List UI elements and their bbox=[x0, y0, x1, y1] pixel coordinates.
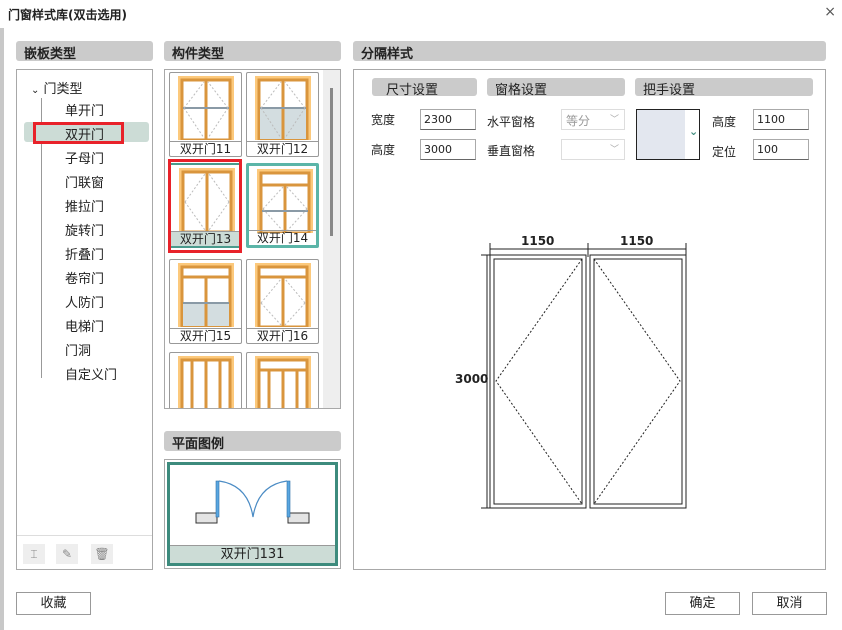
vertical-grid-label: 垂直窗格 bbox=[487, 144, 536, 158]
handle-position-input[interactable]: 100 bbox=[753, 139, 809, 160]
partition-style-header: 分隔样式 bbox=[353, 41, 826, 62]
window-edge bbox=[0, 28, 4, 630]
thumb-label: 双开门11 bbox=[170, 141, 241, 156]
thumb-item[interactable] bbox=[169, 352, 242, 408]
thumb-item[interactable]: 双开门11 bbox=[169, 72, 242, 157]
plan-legend-box: 双开门131 bbox=[164, 459, 341, 569]
handle-height-label: 高度 bbox=[712, 115, 737, 129]
ok-button[interactable]: 确定 bbox=[665, 592, 740, 615]
component-grid: 双开门11 双开门12 双开门13 双开门14 双开门15 双开门16 bbox=[164, 69, 341, 409]
thumb-label: 双开门13 bbox=[171, 231, 240, 246]
door-thumbnail-icon bbox=[178, 356, 234, 408]
chevron-down-icon: ﹀ bbox=[609, 145, 619, 155]
tree-item[interactable]: 子母门 bbox=[65, 152, 105, 167]
double-door-plan-icon bbox=[195, 480, 310, 524]
chevron-down-icon: ﹀ bbox=[609, 115, 619, 125]
tree-item[interactable]: 推拉门 bbox=[65, 200, 105, 215]
edit-pencil-icon[interactable]: ✎ bbox=[56, 544, 78, 564]
trash-icon[interactable]: 🗑 bbox=[91, 544, 113, 564]
thumb-item[interactable]: 双开门14 bbox=[246, 163, 319, 248]
chevron-down-icon: ⌄ bbox=[689, 125, 699, 138]
cancel-button[interactable]: 取消 bbox=[752, 592, 827, 615]
thumb-item[interactable]: 双开门15 bbox=[169, 259, 242, 344]
plan-legend-item[interactable]: 双开门131 bbox=[167, 462, 338, 566]
tree-item[interactable]: 人防门 bbox=[65, 296, 105, 311]
dimension-height: 3000 bbox=[455, 372, 489, 386]
door-thumbnail-icon bbox=[255, 76, 311, 140]
panel-type-tree: ⌄ 门类型 单开门 双开门 子母门 门联窗 推拉门 旋转门 折叠门 卷帘门 人防… bbox=[16, 69, 153, 570]
handle-height-input[interactable]: 1100 bbox=[753, 109, 809, 130]
door-thumbnail-icon bbox=[179, 168, 235, 232]
tree-item[interactable]: 折叠门 bbox=[65, 248, 105, 263]
height-input[interactable]: 3000 bbox=[420, 139, 476, 160]
plan-legend-label: 双开门131 bbox=[170, 545, 335, 563]
tree-item[interactable]: 卷帘门 bbox=[65, 272, 105, 287]
tree-selection bbox=[24, 122, 149, 142]
component-type-header: 构件类型 bbox=[164, 41, 341, 62]
window-title: 门窗样式库(双击选用) bbox=[8, 8, 127, 22]
horizontal-grid-value: 等分 bbox=[566, 114, 591, 128]
handle-preview bbox=[637, 110, 685, 159]
tree-item[interactable]: 双开门 bbox=[65, 128, 105, 143]
tree-root[interactable]: ⌄ 门类型 bbox=[31, 78, 83, 97]
door-thumbnail-icon bbox=[178, 76, 234, 140]
handle-settings-header: 把手设置 bbox=[635, 78, 813, 98]
thumb-label: 双开门12 bbox=[247, 141, 318, 156]
tree-item[interactable]: 门洞 bbox=[65, 344, 92, 359]
thumb-item[interactable] bbox=[246, 352, 319, 408]
thumb-label: 双开门16 bbox=[247, 328, 318, 343]
door-thumbnail-icon bbox=[257, 169, 313, 233]
width-label: 宽度 bbox=[371, 113, 396, 127]
highlight-box bbox=[168, 159, 242, 253]
tree-item[interactable]: 单开门 bbox=[65, 104, 105, 119]
horizontal-grid-label: 水平窗格 bbox=[487, 115, 536, 129]
scrollbar-thumb[interactable] bbox=[330, 88, 333, 236]
horizontal-grid-select[interactable]: 等分 ﹀ bbox=[561, 109, 625, 130]
door-thumbnail-icon bbox=[255, 356, 311, 408]
door-elevation-drawing bbox=[481, 243, 687, 509]
dimension-width-1: 1150 bbox=[521, 234, 555, 248]
height-label: 高度 bbox=[371, 143, 396, 157]
door-thumbnail-icon bbox=[178, 263, 234, 327]
divider bbox=[17, 535, 152, 536]
rename-icon[interactable]: ⌶ bbox=[23, 544, 45, 564]
handle-position-label: 定位 bbox=[712, 145, 737, 159]
highlight-box bbox=[33, 122, 124, 144]
thumb-label: 双开门14 bbox=[249, 230, 316, 245]
vertical-grid-select[interactable]: ﹀ bbox=[561, 139, 625, 160]
close-icon[interactable]: × bbox=[824, 4, 836, 20]
title-bar: 门窗样式库(双击选用) × bbox=[0, 0, 842, 28]
panel-type-header: 嵌板类型 bbox=[16, 41, 153, 62]
tree-item[interactable]: 自定义门 bbox=[65, 368, 118, 383]
thumb-label: 双开门15 bbox=[170, 328, 241, 343]
thumb-item[interactable]: 双开门16 bbox=[246, 259, 319, 344]
thumb-item[interactable]: 双开门12 bbox=[246, 72, 319, 157]
thumb-item-selected[interactable]: 双开门13 bbox=[169, 163, 242, 248]
tree-line bbox=[41, 98, 42, 378]
door-thumbnail-icon bbox=[255, 263, 311, 327]
size-settings-header: 尺寸设置 bbox=[372, 78, 477, 98]
dimension-width-2: 1150 bbox=[620, 234, 654, 248]
chevron-down-icon[interactable]: ⌄ bbox=[31, 85, 40, 96]
handle-style-select[interactable]: ⌄ bbox=[636, 109, 700, 160]
tree-item[interactable]: 门联窗 bbox=[65, 176, 105, 191]
grid-settings-header: 窗格设置 bbox=[487, 78, 625, 98]
tree-root-label: 门类型 bbox=[43, 82, 83, 97]
partition-style-box: 尺寸设置 窗格设置 把手设置 宽度 2300 高度 3000 水平窗格 等分﹀ … bbox=[353, 69, 826, 570]
favorite-button[interactable]: 收藏 bbox=[16, 592, 91, 615]
scrollbar[interactable] bbox=[323, 70, 340, 408]
tree-item[interactable]: 旋转门 bbox=[65, 224, 105, 239]
width-input[interactable]: 2300 bbox=[420, 109, 476, 130]
plan-legend-header: 平面图例 bbox=[164, 431, 341, 452]
tree-item[interactable]: 电梯门 bbox=[65, 320, 105, 335]
